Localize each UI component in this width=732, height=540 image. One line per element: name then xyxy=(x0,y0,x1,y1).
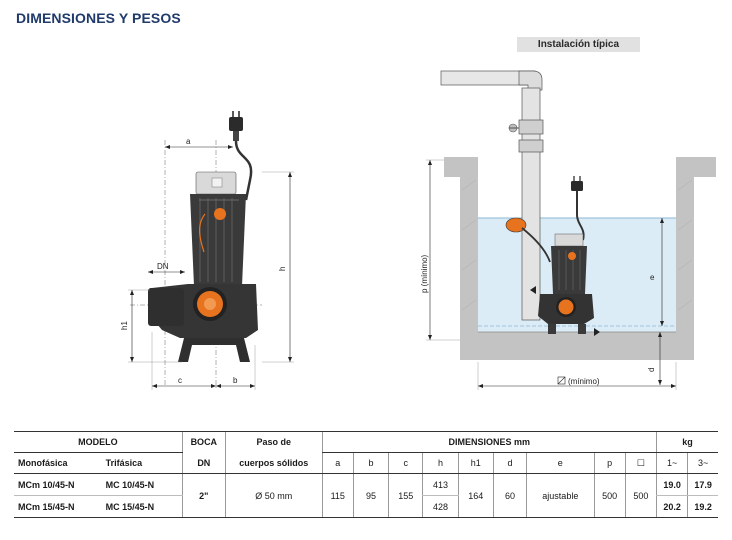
dim-label-e: e xyxy=(650,273,655,282)
header-c: c xyxy=(388,452,423,474)
installed-pump xyxy=(530,233,600,336)
header-modelo: MODELO xyxy=(14,431,183,453)
section-title: DIMENSIONES Y PESOS xyxy=(16,10,181,26)
row-1-mono: MCm 10/45-N xyxy=(14,473,102,496)
pump-dimension-drawing: a DN h h1 c b xyxy=(120,111,294,390)
dim-label-a: a xyxy=(186,137,191,146)
dim-label-b: b xyxy=(233,376,238,385)
header-kg: kg xyxy=(655,431,718,453)
header-boca: BOCA xyxy=(181,431,226,453)
header-h1: h1 xyxy=(457,452,494,474)
header-kg-3: 3~ xyxy=(687,452,718,474)
install-plug-icon xyxy=(571,176,585,241)
installation-drawing: p (mínimo) e d (mínimo) xyxy=(420,70,716,390)
row-1-kg3: 17.9 xyxy=(687,473,718,496)
header-dn: DN xyxy=(181,452,226,474)
header-e: e xyxy=(526,452,595,474)
dim-label-h: h xyxy=(278,267,287,271)
cell-d: 60 xyxy=(492,473,527,518)
header-h: h xyxy=(422,452,459,474)
cell-e: ajustable xyxy=(526,473,595,518)
row-2-kg1: 20.2 xyxy=(655,495,688,518)
float-switch-icon xyxy=(505,217,551,263)
discharge-pipe xyxy=(440,70,544,321)
dim-label-p: p (mínimo) xyxy=(420,254,429,293)
row-1-kg1: 19.0 xyxy=(655,473,688,496)
cell-p: 500 xyxy=(593,473,626,518)
cell-paso: Ø 50 mm xyxy=(224,473,323,518)
dim-label-square: (mínimo) xyxy=(568,377,600,386)
header-a: a xyxy=(321,452,354,474)
row-1-h: 413 xyxy=(422,473,459,496)
dim-label-h1: h1 xyxy=(120,321,129,330)
pump-body xyxy=(148,171,258,362)
dim-label-c: c xyxy=(178,376,182,385)
header-dimensiones: DIMENSIONES mm xyxy=(321,431,657,453)
cell-boca: 2" xyxy=(181,473,226,518)
dim-label-d: d xyxy=(647,368,656,372)
cell-square: 500 xyxy=(624,473,657,518)
row-2-mono: MCm 15/45-N xyxy=(14,495,102,518)
specs-table: MODELO BOCA Paso de DIMENSIONES mm kg Mo… xyxy=(14,431,718,518)
header-paso-line2: cuerpos sólidos xyxy=(224,452,323,474)
dim-label-dn: DN xyxy=(157,262,169,271)
square-symbol-icon xyxy=(557,376,566,385)
cell-h1: 164 xyxy=(457,473,494,518)
header-p: p xyxy=(593,452,626,474)
technical-drawing: a DN h h1 c b xyxy=(120,70,716,390)
power-plug-icon xyxy=(229,111,243,141)
cell-c: 155 xyxy=(388,473,423,518)
row-1-tri: MC 10/45-N xyxy=(101,473,183,496)
header-kg-1: 1~ xyxy=(655,452,688,474)
cell-b: 95 xyxy=(352,473,389,518)
row-2-h: 428 xyxy=(422,495,459,518)
header-b: b xyxy=(352,452,389,474)
row-2-tri: MC 15/45-N xyxy=(101,495,183,518)
installation-label: Instalación típica xyxy=(517,37,640,52)
header-d: d xyxy=(492,452,527,474)
header-trifasica: Trifásica xyxy=(101,452,183,474)
header-square: ☐ xyxy=(624,452,657,474)
cell-a: 115 xyxy=(321,473,354,518)
header-paso-line1: Paso de xyxy=(224,431,323,453)
header-monofasica: Monofásica xyxy=(14,452,102,474)
row-2-kg3: 19.2 xyxy=(687,495,718,518)
